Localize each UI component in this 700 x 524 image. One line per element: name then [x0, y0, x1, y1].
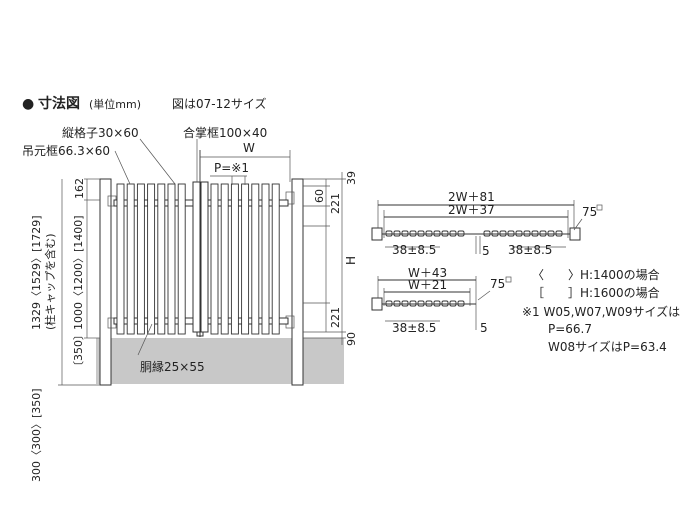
slat: [147, 183, 156, 335]
left-dim-cap-note: (柱キャップを含む): [43, 233, 57, 330]
left-meeting-stile: [192, 181, 201, 333]
hinge-post-leader: [114, 150, 131, 185]
dim-w21: W＋21: [408, 278, 447, 292]
double-right-gap: 38±8.5: [508, 243, 552, 257]
slat: [116, 183, 125, 335]
double-left-gap: 38±8.5: [392, 243, 436, 257]
dim-h: H: [344, 256, 358, 265]
right-meeting-stile: [200, 181, 209, 333]
dim-162: 162: [73, 178, 86, 199]
dim-w43: W＋43: [408, 266, 447, 280]
p-label: P=※1: [214, 161, 249, 175]
note-1: ※1 W05,W07,W09サイズは: [522, 304, 680, 319]
note-2: W08サイズはP=63.4: [548, 339, 667, 354]
single-angle: 75: [490, 277, 505, 291]
notes: 〈 〉H:1400の場合 ［ ］H:1600の場合 ※1 W05,W07,W09…: [522, 267, 680, 354]
dim-60: 60: [313, 189, 326, 203]
right-post: [291, 178, 304, 386]
dim-90: 90: [345, 332, 358, 346]
dim-221-top: 221: [329, 193, 342, 214]
slat: [177, 183, 186, 335]
legend-1600: ［ ］H:1600の場合: [532, 285, 660, 300]
dim-2w37: 2W＋37: [448, 203, 495, 217]
left-dim-300: 300〈300〉[350]: [30, 388, 43, 482]
dim-2w81: 2W＋81: [448, 190, 495, 204]
slat: [210, 183, 219, 335]
vertical-slats: [116, 183, 280, 335]
slat: [251, 183, 260, 335]
title-note: 図は07-12サイズ: [172, 96, 267, 111]
rail-label: 胴縁25×55: [140, 359, 205, 374]
slat: [126, 183, 135, 335]
diagram-title: ● 寸法図 (単位mm) 図は07-12サイズ: [22, 95, 267, 112]
hinge-post-label: 吊元框66.3×60: [22, 144, 110, 158]
top-right-latch: [285, 191, 295, 205]
w-label: W: [243, 141, 255, 155]
slat: [271, 183, 280, 335]
title-main: 寸法図: [38, 95, 80, 112]
slat: [157, 183, 166, 335]
slat: [136, 183, 145, 335]
legend-1400: 〈 〉H:1400の場合: [532, 267, 660, 282]
dim-39: 39: [345, 171, 358, 185]
plan-left-post: [371, 227, 383, 241]
title-unit: (単位mm): [89, 97, 141, 111]
plan-single: W＋43 W＋21 38±8.5 5 75: [371, 266, 512, 335]
note-1b: P=66.7: [548, 322, 592, 336]
left-dim-1000: 1000〈1200〉[1400]: [72, 215, 85, 330]
dim-221-bottom: 221: [329, 307, 342, 328]
title-bullet: ●: [22, 96, 34, 112]
double-angle: 75: [582, 205, 597, 219]
slat: [261, 183, 270, 335]
slat-label: 縦格子30×60: [62, 125, 139, 140]
plan-right-post: [569, 227, 581, 241]
slat: [220, 183, 229, 335]
front-elevation: W P=※1 縦格子30×60 合掌框100×40 吊元框66.3×60 胴縁2…: [22, 125, 358, 482]
slat: [241, 183, 250, 335]
single-center-gap: 5: [480, 321, 488, 335]
slat: [167, 183, 176, 335]
left-dim-1329: 1329〈1529〉[1729]: [30, 215, 43, 330]
slat-leader: [139, 138, 176, 185]
drop-rod: [196, 331, 204, 337]
left-dim-350: 〔350〕: [72, 329, 85, 372]
left-post: [99, 178, 112, 386]
slat: [230, 183, 239, 335]
rail-leader: [137, 323, 153, 356]
ground-area: [96, 338, 344, 384]
gassho-label: 合掌框100×40: [183, 125, 267, 140]
plan-double: 2W＋81 2W＋37 38±8.5 5 38±8.5 75: [371, 190, 603, 258]
plan-single-post: [371, 297, 383, 311]
double-center-gap: 5: [482, 244, 490, 258]
single-left-gap: 38±8.5: [392, 321, 436, 335]
